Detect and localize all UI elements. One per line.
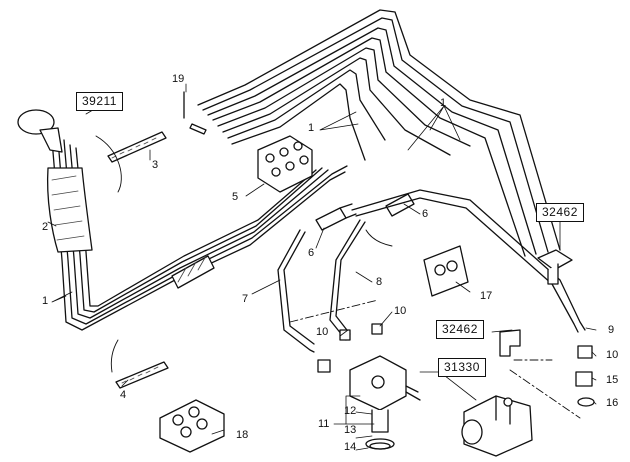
- callout-10-left: 10: [316, 326, 329, 338]
- control-grip: [17, 109, 63, 153]
- callout-6-right: 6: [422, 208, 429, 220]
- valve-block-5: [257, 135, 313, 193]
- callout-10-center: 10: [394, 305, 407, 317]
- ref-box-32462-lower: 32462: [436, 320, 484, 340]
- callout-8: 8: [376, 276, 383, 288]
- cable-tie-4: [115, 361, 169, 389]
- fittings-right-column: [575, 345, 595, 407]
- tee-fitting-right: [537, 249, 573, 285]
- fittings-10: [317, 323, 383, 373]
- callout-1-mid: 1: [308, 122, 315, 134]
- cable-tie-3: [107, 131, 167, 163]
- leader-lines: [47, 83, 597, 451]
- ref-box-39211: 39211: [76, 92, 123, 112]
- alignment-lines: [289, 299, 581, 419]
- elbow-fitting-lower: [499, 329, 521, 357]
- coupling-6a: [315, 203, 357, 231]
- callout-6-left: 6: [308, 247, 315, 259]
- callout-brackets: [95, 135, 393, 373]
- callout-18: 18: [236, 429, 249, 441]
- callout-7: 7: [242, 293, 249, 305]
- protective-sleeve: [46, 167, 215, 289]
- coupling-6b: [385, 193, 415, 217]
- left-pipe-bundle: [51, 139, 348, 331]
- callout-16: 16: [606, 397, 619, 409]
- clamp-17: [423, 245, 469, 297]
- callout-14: 14: [344, 441, 357, 453]
- callout-17: 17: [480, 290, 493, 302]
- callout-13: 13: [344, 424, 357, 436]
- pin-19: [183, 91, 207, 135]
- callout-12: 12: [344, 405, 357, 417]
- callout-9: 9: [608, 324, 615, 336]
- connector-18: [159, 399, 225, 453]
- callout-2: 2: [42, 221, 49, 233]
- callout-5: 5: [232, 191, 239, 203]
- pump-31330: [461, 395, 533, 457]
- callout-4: 4: [120, 389, 127, 401]
- callout-11: 11: [318, 418, 330, 430]
- callout-1-top: 1: [440, 97, 447, 109]
- callout-19: 19: [172, 73, 185, 85]
- ref-box-31330: 31330: [438, 358, 486, 378]
- ref-box-32462-right: 32462: [536, 203, 584, 223]
- distributor-11: [349, 355, 421, 450]
- upper-pipe-bundle: [197, 9, 561, 257]
- callout-15: 15: [606, 374, 619, 386]
- callout-10-right: 10: [606, 349, 619, 361]
- callout-3: 3: [152, 159, 159, 171]
- pipe-7-8: [277, 189, 586, 353]
- callout-1-left: 1: [42, 295, 49, 307]
